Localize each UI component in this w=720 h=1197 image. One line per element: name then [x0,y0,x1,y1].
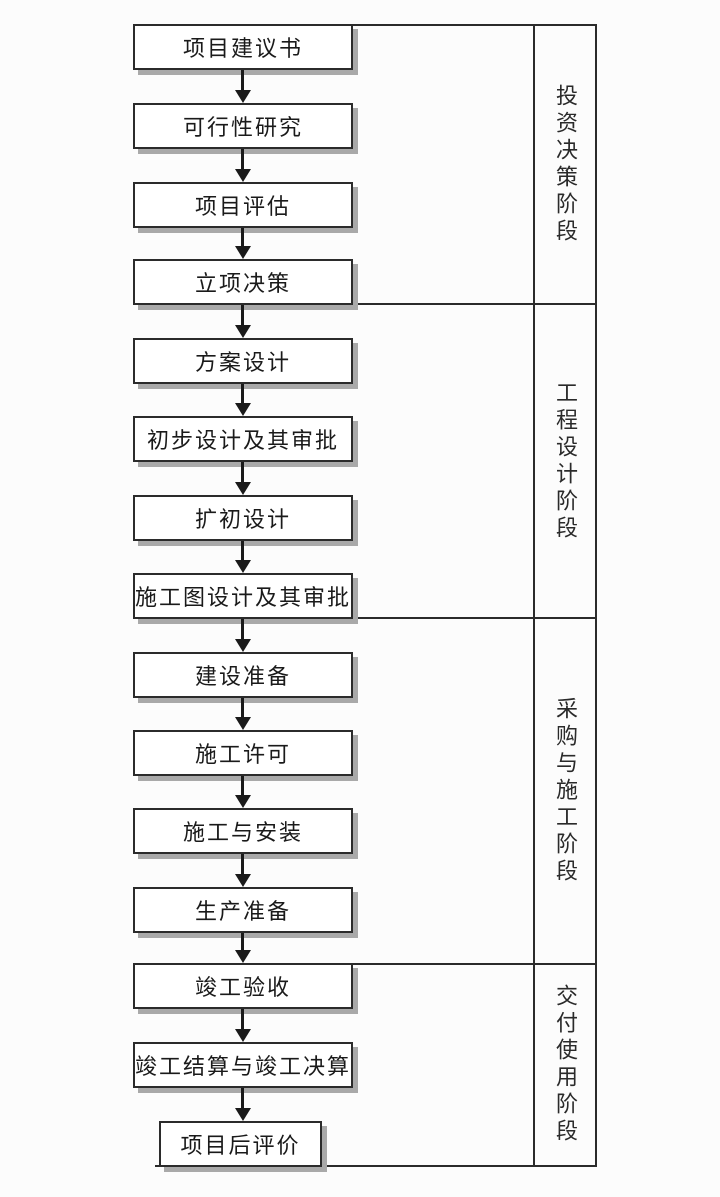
flow-step-13-completion-acceptance: 竣工验收 [133,963,353,1009]
flow-arrow-down-icon [235,70,251,103]
phase-divider-2 [351,617,597,619]
flow-arrow-down-icon [235,1009,251,1042]
flow-arrow-down-icon [235,1088,251,1121]
flow-step-10-construction-permit: 施工许可 [133,730,353,776]
phase-band-left-border [533,24,535,1167]
flow-step-9-construction-preparation: 建设准备 [133,652,353,698]
flow-arrow-down-icon [235,305,251,338]
phase-label-investment-decision: 投资决策阶段 [553,83,578,246]
flow-arrow-down-icon [235,228,251,259]
flow-step-4-approval-decision: 立项决策 [133,259,353,305]
flow-step-8-construction-drawing-design: 施工图设计及其审批 [133,573,353,619]
flow-step-1-project-proposal: 项目建议书 [133,24,353,70]
flow-step-5-scheme-design: 方案设计 [133,338,353,384]
flow-step-6-preliminary-design: 初步设计及其审批 [133,416,353,462]
phase-divider-3 [351,963,597,965]
flow-step-3-project-evaluation: 项目评估 [133,182,353,228]
flow-arrow-down-icon [235,462,251,495]
phase-label-procurement-construction: 采购与施工阶段 [553,696,578,886]
flow-step-2-feasibility-study: 可行性研究 [133,103,353,149]
flow-step-7-extended-preliminary-design: 扩初设计 [133,495,353,541]
phase-label-engineering-design: 工程设计阶段 [553,381,578,543]
flow-step-11-construction-installation: 施工与安装 [133,808,353,854]
phase-divider-bottom [155,1165,597,1167]
flow-step-12-production-preparation: 生产准备 [133,887,353,933]
flow-arrow-down-icon [235,384,251,416]
phase-divider-1 [351,303,597,305]
flow-arrow-down-icon [235,854,251,887]
flow-arrow-down-icon [235,541,251,573]
flow-arrow-down-icon [235,698,251,730]
phase-divider-top [351,24,597,26]
flow-arrow-down-icon [235,933,251,963]
phase-label-delivery-use: 交付使用阶段 [553,984,578,1146]
flow-step-14-settlement-final-accounts: 竣工结算与竣工决算 [133,1042,353,1088]
flow-arrow-down-icon [235,619,251,652]
flow-arrow-down-icon [235,776,251,808]
flow-step-15-post-evaluation: 项目后评价 [159,1121,322,1167]
phase-band-right-border [595,24,597,1167]
flow-arrow-down-icon [235,149,251,182]
